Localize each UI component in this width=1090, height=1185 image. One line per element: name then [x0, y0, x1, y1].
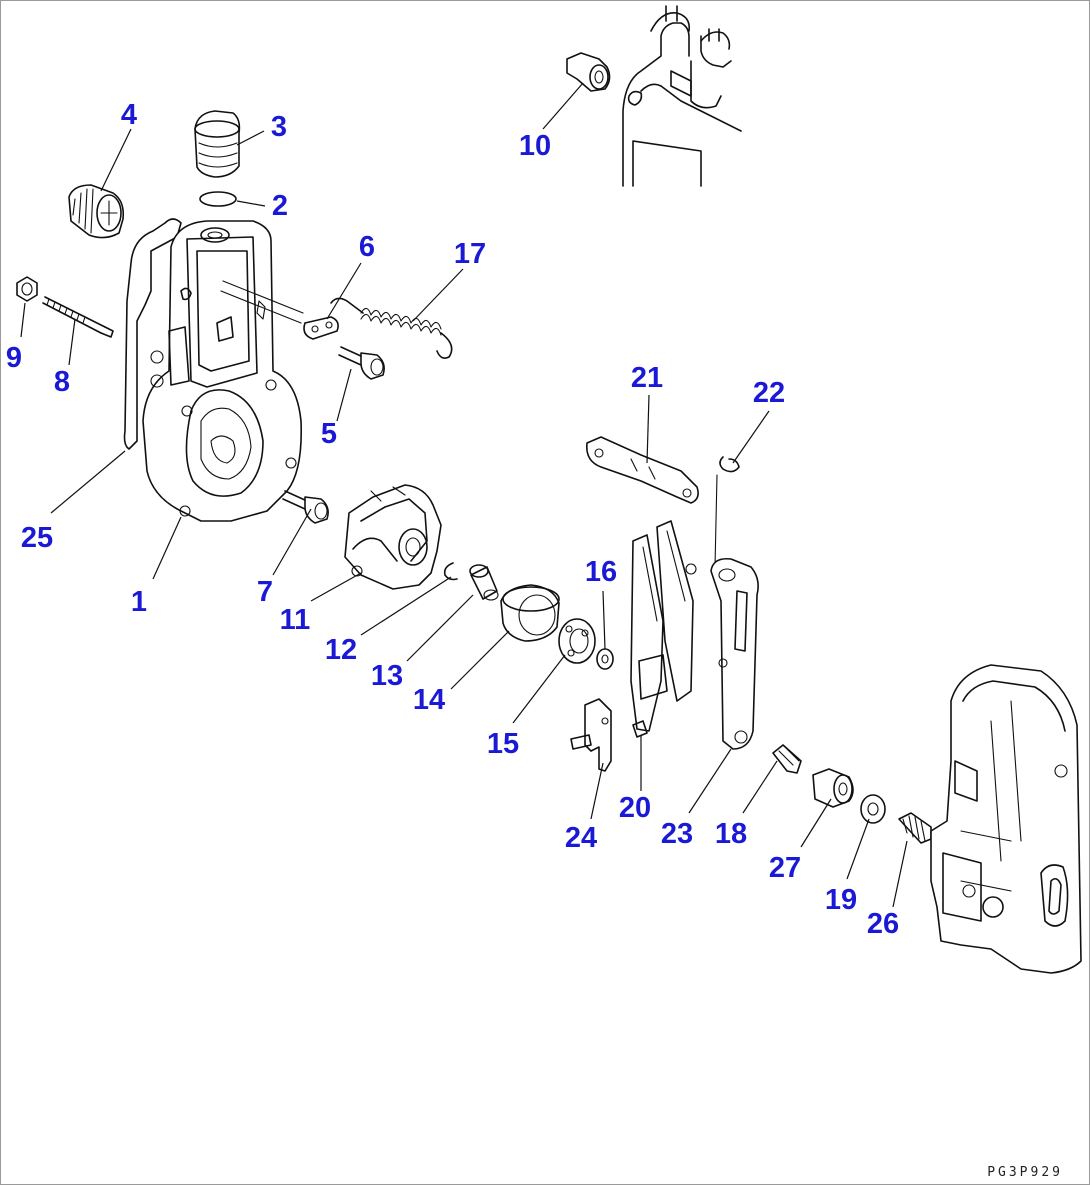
part-3-plug [194, 110, 241, 178]
part-label-3: 3 [271, 111, 287, 143]
part-27-nut [812, 768, 854, 808]
part-label-27: 27 [769, 852, 801, 884]
part-8-stud [42, 296, 114, 338]
part-label-13: 13 [371, 660, 403, 692]
part-11-flyweight-holder [344, 484, 442, 590]
part-26-screw [898, 812, 932, 844]
part-label-23: 23 [661, 818, 693, 850]
part-label-9: 9 [6, 342, 22, 374]
part-label-4: 4 [121, 99, 137, 131]
part-2-o-ring [199, 191, 237, 207]
part-25-gasket [123, 218, 182, 450]
part-label-25: 25 [21, 522, 53, 554]
part-7-bolt [282, 490, 329, 524]
governor-cover [930, 664, 1082, 974]
part-label-14: 14 [413, 684, 445, 716]
part-label-16: 16 [585, 556, 617, 588]
part-labels: 4 3 2 6 17 10 9 8 5 25 1 7 11 12 13 14 1… [6, 99, 899, 940]
part-label-17: 17 [454, 238, 486, 270]
part-6-plate [303, 316, 339, 340]
part-label-5: 5 [321, 418, 337, 450]
part-label-10: 10 [519, 130, 551, 162]
part-15-bearing [558, 618, 596, 664]
part-10-cap [566, 52, 611, 92]
leader-lines [20, 82, 908, 908]
part-14-bushing [500, 584, 560, 642]
part-label-21: 21 [631, 362, 663, 394]
part-16-washer [596, 648, 614, 670]
part-13-sleeve [469, 564, 499, 601]
part-4-plug [68, 184, 125, 239]
part-22-link-rod [714, 474, 718, 568]
part-12-snap-ring [443, 562, 458, 581]
part-17-spring [330, 297, 453, 359]
part-label-1: 1 [131, 586, 147, 618]
part-18-pin [772, 744, 802, 774]
part-20-lever-assembly [630, 520, 697, 738]
part-9-nut [16, 276, 38, 302]
part-label-8: 8 [54, 366, 70, 398]
part-label-20: 20 [619, 792, 651, 824]
part-label-2: 2 [272, 190, 288, 222]
part-22-clip [719, 456, 740, 473]
part-21-lever [585, 436, 699, 504]
part-5-bolt [338, 346, 385, 380]
part-label-18: 18 [715, 818, 747, 850]
part-label-15: 15 [487, 728, 519, 760]
part-label-12: 12 [325, 634, 357, 666]
part-1-governor-housing [142, 220, 304, 522]
drawing-code: PG3P929 [987, 1165, 1063, 1180]
injection-pump-body-top [622, 5, 742, 187]
part-label-26: 26 [867, 908, 899, 940]
part-label-19: 19 [825, 884, 857, 916]
part-23-lever [710, 557, 759, 750]
part-label-6: 6 [359, 231, 375, 263]
part-label-11: 11 [280, 604, 311, 636]
part-24-bracket [570, 698, 612, 772]
part-19-washer [860, 794, 886, 824]
part-label-22: 22 [753, 377, 785, 409]
part-label-7: 7 [257, 576, 273, 608]
part-label-24: 24 [565, 822, 597, 854]
